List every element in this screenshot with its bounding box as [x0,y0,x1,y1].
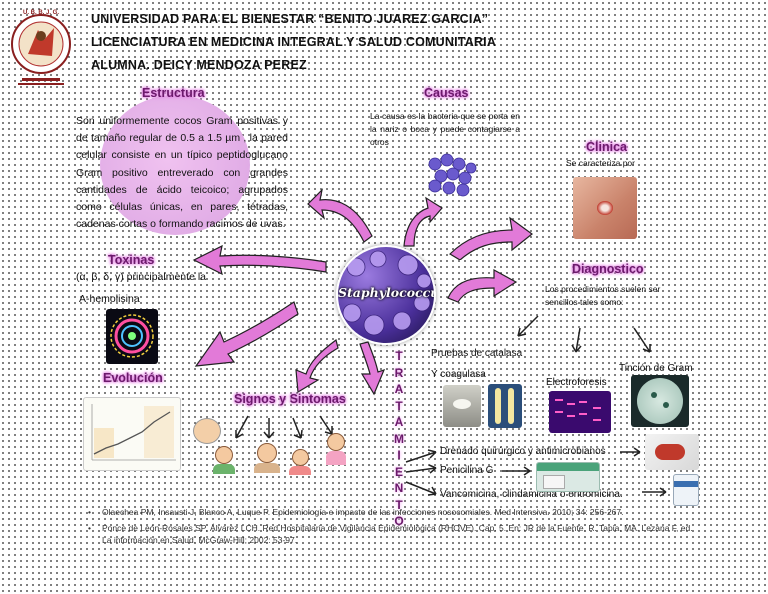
evolution-chart-image [83,397,181,471]
tratamiento-arrow-right-1 [620,447,641,457]
estructura-bubble [100,95,250,235]
symptom-arrow-2 [263,418,275,439]
tratamiento-vertical-title: T R A T A M I E N T O [392,348,406,530]
causas-title: Causas [424,86,469,100]
tratamiento-letter: E [394,464,403,479]
bacteria-cluster-image [425,152,477,200]
reference-item: • Olaechea PM, Insausti J, Blanco A, Luq… [88,506,698,519]
clinica-text: Se caracteriza por [566,158,635,168]
tratamiento-letter: I [397,448,401,462]
doctor-figure-icon [193,418,221,444]
causas-text: La causa es la bacteria que se porta en … [370,111,520,147]
references-list: • Olaechea PM, Insausti J, Blanco A, Luq… [88,506,698,547]
tratamiento-letter: O [394,514,404,528]
header-degree: LICENCIATURA EN MEDICINA INTEGRAL Y SALU… [91,35,497,49]
tratamiento-letter: A [394,415,404,429]
symptom-person-3-icon [289,449,311,475]
diag-item-gram: Tinción de Gram [619,363,693,374]
symptom-arrow-1 [235,415,249,439]
tratamiento-letter: M [394,431,404,446]
center-label: Staphylococcus [338,285,436,300]
electroforesis-gel-image [549,391,611,433]
evolucion-title: Evolución [103,371,163,385]
reference-text: Olaechea PM, Insausti J, Blanco A, Luque… [102,507,624,517]
coagulasa-tubes-image [488,384,522,428]
arrow-toxinas [192,244,327,276]
tratamiento-letter: N [394,481,404,495]
bullet-icon: • [88,507,91,517]
symptom-arrow-3 [292,417,303,439]
tratamiento-letter: T [395,497,403,512]
symptom-person-1-icon [213,446,235,474]
diag-arrow-3 [633,327,651,353]
toxinas-title: Toxinas [108,253,155,267]
diag-item-catalasa: Pruebas de catalasa [431,348,523,359]
diag-arrow-2 [571,327,582,353]
diag-item-electroforesis: Electroforesis [546,377,607,388]
logo-text: U. B. B. J. G. [22,10,59,16]
symptom-person-2-icon [254,443,280,473]
header-university: UNIVERSIDAD PARA EL BIENESTAR “BENITO JU… [91,12,489,26]
diag-item-coagulasa: Y coagulasa [431,369,486,380]
symptom-person-4-icon [326,433,346,467]
tratamiento-item-3: Vancomicina, clindamicina o eritromicina… [440,489,623,500]
diagnostico-text: Los procedimientos suelen ser sencillos … [545,284,661,307]
toxinas-line1: (α, β, δ, γ) principalmente la [76,271,206,283]
arrow-evolucion [194,301,299,367]
tratamiento-arrow-3 [405,481,437,496]
tratamiento-arrow-right-2 [502,466,531,476]
tratamiento-arrow-1 [405,449,437,463]
penicilina-box-image [536,462,600,492]
signos-title: Signos y Sintomas [234,392,346,406]
header-student: ALUMNA. DEICY MENDOZA PEREZ [91,58,307,72]
arrow-causas [403,196,443,247]
vancomicina-box-image [673,474,699,506]
staphylococcus-center-image: Staphylococcus [336,245,436,345]
arrow-diagnostico [447,268,518,303]
tratamiento-letter: T [395,398,403,413]
tratamiento-arrow-2 [405,464,437,474]
tratamiento-item-2: Penicilina G [440,465,494,476]
diagnostico-title: Diagnostico [572,262,644,276]
arrow-clinica [449,216,533,260]
reference-item: • Ponce de León-Rosales SP, Álvarez LCH.… [88,522,698,547]
tratamiento-arrow-right-3 [642,487,667,497]
university-logo: U. B. B. J. G. [8,8,74,90]
catalasa-test-image [443,385,481,427]
estructura-title: Estructura [142,86,205,100]
tratamiento-letter: A [394,382,404,396]
surgery-image [645,434,699,470]
gram-stain-image [631,375,689,427]
estructura-text: Son uniformemente cocos Gram positivas y… [76,115,288,231]
skin-lesion-image [573,177,637,239]
diag-arrow-1 [517,315,539,337]
tratamiento-letter: R [394,365,404,380]
toxin-molecule-image [106,309,158,364]
arrow-signos [295,338,339,394]
reference-text: Ponce de León-Rosales SP, Álvarez LCH. R… [102,522,693,546]
toxinas-line2: A-hemolisina [79,293,140,305]
arrow-estructura [307,188,373,243]
bullet-icon: • [88,522,91,533]
clinica-title: Clinica [586,140,627,154]
tratamiento-item-1: Drenado quirúrgico y antimicrobianos [440,446,606,457]
arrow-tratamiento [359,341,386,396]
tratamiento-letter: T [395,349,403,363]
